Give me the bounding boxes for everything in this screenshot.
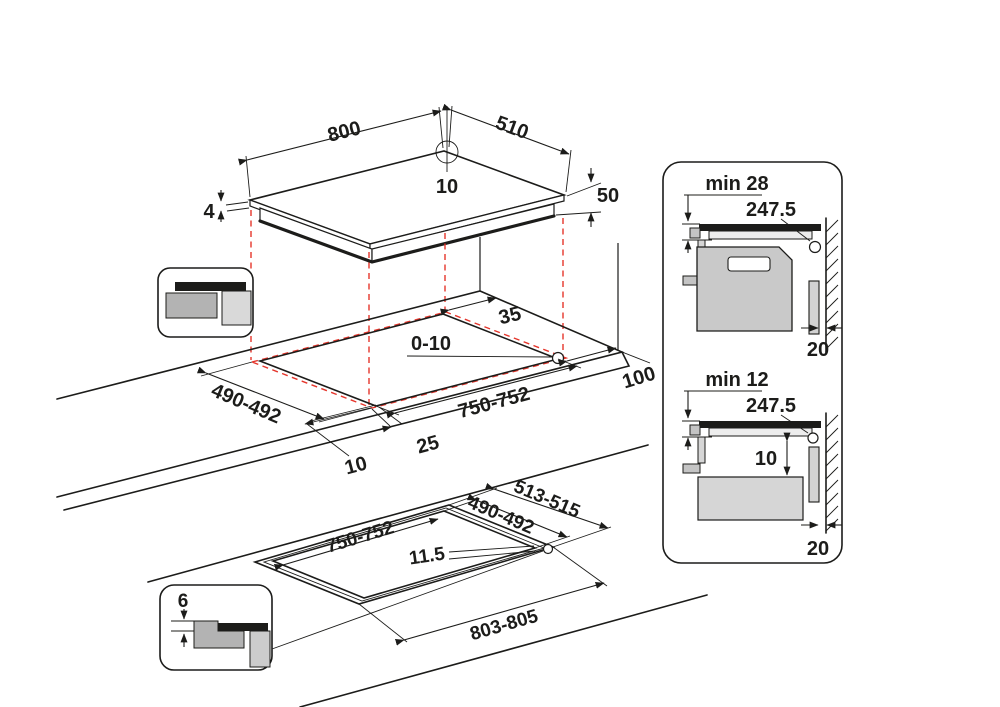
- label-wall-gap-drawer: 20: [807, 538, 829, 560]
- dimension-line-510: [441, 103, 570, 155]
- label-hob-height: 50: [597, 185, 619, 207]
- section-over-drawer: min 12 247.5 10 20: [682, 369, 842, 560]
- section-over-oven: min 28 247.5 20: [682, 173, 842, 361]
- section-hob-body: [708, 427, 813, 437]
- icon-cabinet-panel: [249, 630, 271, 668]
- flush-worktop-back-edge: [147, 444, 649, 583]
- overlap-install-icon: [157, 267, 254, 338]
- hob-isometric-view: 800 510 10 4 50: [203, 103, 619, 264]
- fixing-clamp: [689, 424, 701, 436]
- socket-circle: [808, 240, 822, 254]
- dimension-line-cutout-depth: [196, 366, 325, 420]
- label-cutout-width: 750-752: [456, 383, 533, 423]
- label-corner-gap: 0-10: [411, 333, 451, 355]
- icon-hob-glass: [218, 623, 268, 631]
- icon-leader-line: [271, 550, 544, 650]
- icon-hob-glass: [175, 282, 246, 291]
- flush-worktop-front-edge: [299, 594, 708, 707]
- section-hob-body: [708, 230, 813, 240]
- clearance-section-panel: min 28 247.5 20 min 12: [662, 161, 843, 564]
- label-wall-gap-oven: 20: [807, 339, 829, 361]
- hob-body-bottom-edge: [258, 214, 556, 264]
- drawer-body: [697, 476, 804, 521]
- label-front-overlap: 10: [342, 452, 369, 479]
- label-rear-clearance: 35: [497, 303, 524, 330]
- wall-corner-lines: [479, 237, 619, 350]
- oven-vent: [727, 256, 771, 272]
- label-corner-radius: 10: [436, 176, 458, 198]
- flush-install-icon: 6: [159, 584, 273, 671]
- worktop-cutout-view: 35 0-10 100 490-492 750-752 10 25: [56, 237, 658, 511]
- socket-circle: [807, 432, 819, 444]
- deflector-bar: [808, 280, 820, 335]
- corner-radius-circle: [435, 140, 459, 164]
- worktop-surface-edges: [56, 290, 625, 498]
- label-socket-distance-drawer: 247.5: [746, 395, 796, 417]
- cabinet-side-strip: [697, 436, 706, 464]
- label-ledge-width: 11.5: [408, 544, 447, 570]
- label-recess-depth: 6: [178, 591, 189, 612]
- ledge-detail-circle: [542, 543, 554, 555]
- label-hob-depth: 510: [493, 112, 532, 144]
- label-min-clearance-oven: min 28: [705, 173, 768, 195]
- dimension-line-800: [237, 109, 442, 166]
- label-side-overlap: 25: [414, 431, 441, 458]
- worktop-thickness-edge: [63, 351, 631, 511]
- section-hob-glass: [699, 421, 821, 428]
- label-glass-thickness: 4: [203, 201, 215, 223]
- section-hob-glass: [699, 224, 821, 231]
- icon-cabinet-panel: [221, 290, 252, 326]
- label-min-clearance-drawer: min 12: [705, 369, 768, 391]
- fixing-clamp: [689, 227, 701, 239]
- label-socket-distance-oven: 247.5: [746, 199, 796, 221]
- corner-gap-circle: [551, 351, 565, 365]
- fixing-bracket: [682, 463, 701, 474]
- label-hob-width: 800: [325, 117, 363, 146]
- icon-oven: [165, 292, 218, 319]
- deflector-bar: [808, 446, 820, 503]
- label-hob-drawer-gap: 10: [755, 448, 777, 470]
- label-cutout-depth: 490-492: [208, 380, 284, 429]
- dimension-line-cutout-width: [385, 364, 578, 419]
